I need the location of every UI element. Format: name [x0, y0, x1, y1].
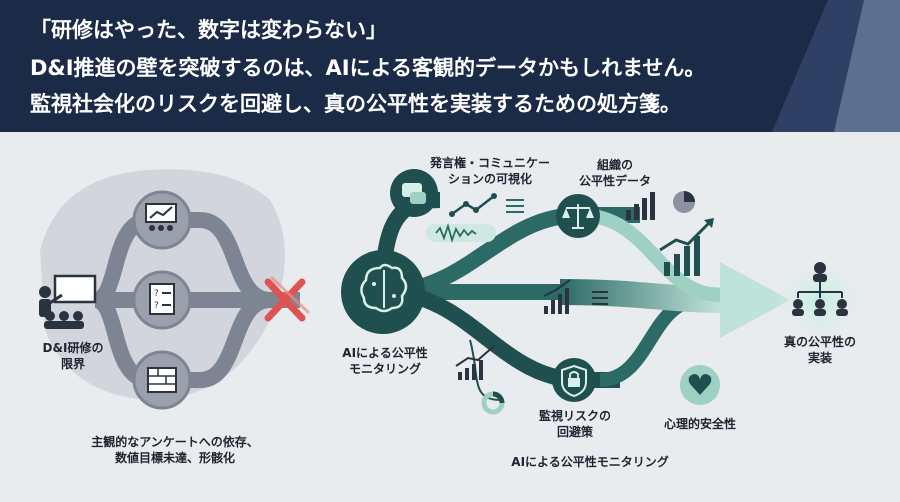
communication-visualization-label: 発言権・コミュニケー ションの可視化 — [429, 156, 550, 186]
surveillance-avoidance-label: 監視リスクの 回避策 — [538, 409, 611, 439]
blocked-x-icon — [264, 276, 310, 322]
heart-icon — [688, 374, 712, 395]
mini-bar-chart-icon — [543, 279, 571, 314]
lecturer-icon — [39, 274, 97, 329]
list-icon — [506, 199, 524, 213]
presentation-icon — [145, 203, 177, 231]
donut-chart-icon — [481, 391, 505, 415]
headline-main: D&I推進の壁を突破するのは、AIによる客観的データかもしれません。 — [30, 56, 706, 80]
pie-chart-icon — [673, 191, 695, 213]
chat-bubble-icon — [402, 183, 426, 204]
brain-icon — [360, 263, 408, 313]
training-limit-label: D&I研修の 限界 — [42, 341, 104, 371]
training-issues-caption: 主観的なアンケートへの依存、 数値目標未達、形骸化 — [91, 435, 259, 465]
svg-text:?: ? — [154, 301, 159, 311]
psychological-safety-label: 心理的安全性 — [663, 417, 736, 431]
headline-sub: 監視社会化のリスクを回避し、真の公平性を実装するための処方箋。 — [30, 92, 681, 116]
trend-line-icon — [449, 193, 497, 217]
svg-text:?: ? — [154, 289, 159, 299]
org-people-icon — [792, 262, 848, 316]
small-growth-icon — [455, 345, 495, 380]
org-fairness-data-label: 組織の 公平性データ — [578, 158, 651, 188]
survey-document-icon: ? ? — [149, 283, 175, 315]
bar-chart-icon — [626, 192, 655, 220]
header-banner: 「研修はやった、数字は変わらない」 D&I推進の壁を突破するのは、AIによる客観… — [0, 0, 900, 132]
mini-list-icon — [592, 291, 608, 305]
ai-monitoring-bottom-label: AIによる公平性モニタリング — [511, 455, 669, 469]
ai-monitoring-label: AIによる公平性 モニタリング — [342, 346, 428, 376]
voice-wave-icon — [426, 222, 496, 243]
headline-quote: 「研修はやった、数字は変わらない」 — [30, 18, 387, 42]
scale-icon — [562, 204, 594, 229]
true-fairness-label: 真の公平性の 実装 — [783, 335, 856, 365]
lock-shield-icon — [561, 364, 587, 398]
brick-wall-icon — [147, 367, 177, 393]
flow-diagram: ? ? — [39, 169, 866, 415]
growth-chart-icon — [659, 218, 714, 276]
